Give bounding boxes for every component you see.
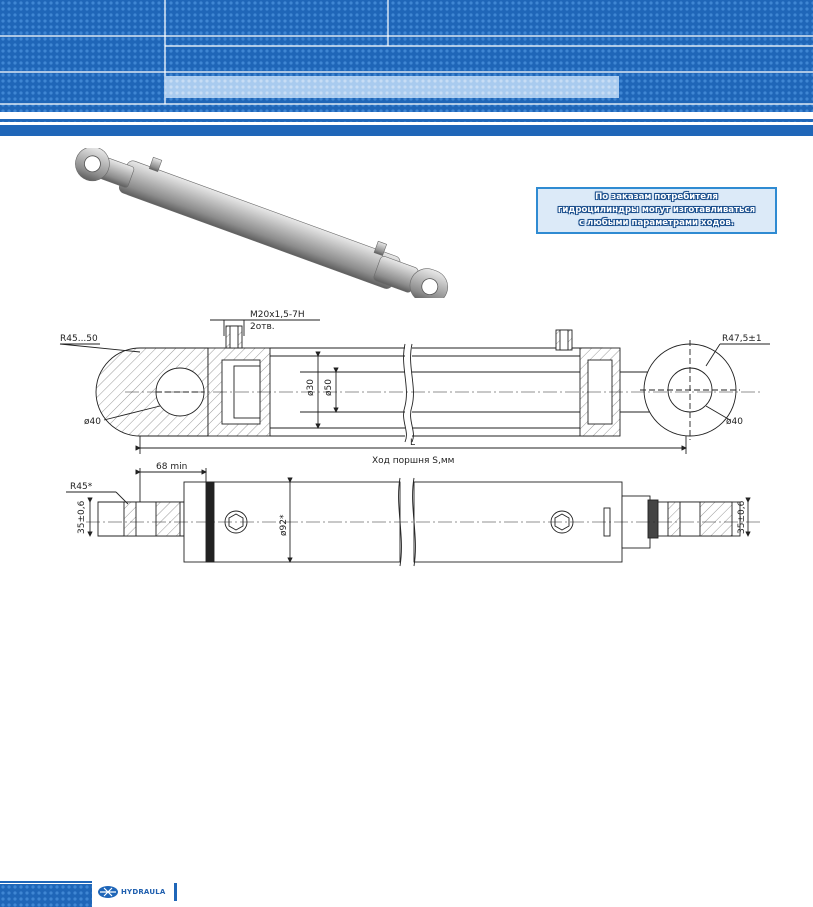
radius-bottom-label: R45* — [70, 482, 93, 492]
rod-diameter-label: ø30 — [306, 379, 316, 396]
custom-order-note: По заказам потребителя гидроцилиндры мог… — [536, 187, 777, 234]
technical-drawing: M20x1,5-7H 2отв. R45...50 R47,5±1 ø40 ø4… — [59, 310, 770, 567]
piston-diameter-label: ø50 — [324, 379, 334, 396]
holes-label: 2отв. — [250, 322, 275, 332]
custom-order-note-text: По заказам потребителя гидроцилиндры мог… — [557, 192, 756, 228]
width-left-label: 35±0,6 — [77, 500, 87, 534]
bore-left-label: ø40 — [84, 417, 101, 427]
stroke-label: Ход поршня S,мм — [372, 456, 454, 466]
radius-left-label: R45...50 — [60, 334, 98, 344]
width-right-label: 35±0,6 — [737, 500, 747, 534]
min-length-label: 68 min — [156, 462, 187, 472]
thread-label: M20x1,5-7H — [250, 310, 305, 320]
footer-bar — [0, 881, 177, 907]
bore-right-label: ø40 — [726, 417, 743, 427]
brand-logo-icon — [98, 886, 118, 898]
cylinder-3d-render — [75, 148, 449, 298]
length-label: L — [410, 438, 415, 448]
body-diameter-label: ø92* — [279, 514, 289, 536]
brand-name: HYDRAULA — [121, 888, 166, 896]
header-banner — [0, 0, 813, 136]
radius-right-label: R47,5±1 — [722, 334, 762, 344]
